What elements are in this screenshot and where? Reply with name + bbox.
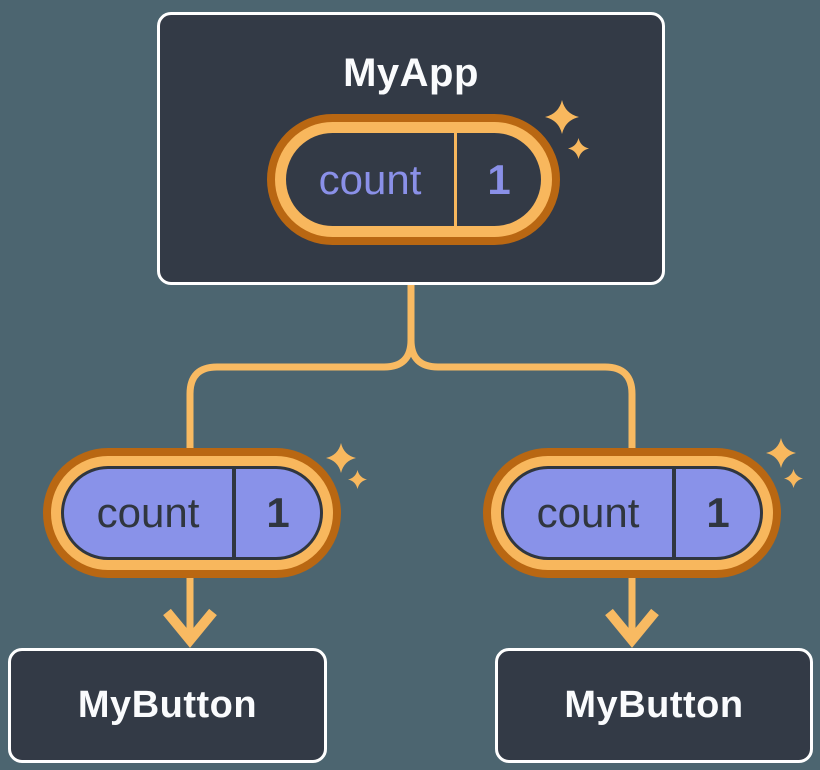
arrowhead-left-icon bbox=[163, 608, 217, 648]
prop-value-label: 1 bbox=[706, 489, 730, 536]
state-pill-root: count 1 bbox=[267, 114, 560, 245]
prop-name-label: count bbox=[96, 489, 200, 536]
myapp-node: MyApp count 1 bbox=[157, 12, 665, 285]
sparkle-icon bbox=[326, 443, 356, 473]
branch-line-right bbox=[407, 280, 636, 642]
prop-name-label: count bbox=[536, 489, 640, 536]
prop-pill-right: count 1 bbox=[483, 448, 781, 578]
sparkle-icon bbox=[766, 438, 796, 468]
state-pill-root-body: count 1 bbox=[286, 133, 541, 226]
myapp-node-title: MyApp bbox=[343, 51, 479, 95]
sparkle-icon bbox=[784, 469, 803, 488]
state-value-label: 1 bbox=[487, 155, 511, 203]
prop-pill-left: count 1 bbox=[43, 448, 341, 578]
prop-pill-right-body: count 1 bbox=[501, 466, 763, 560]
sparkle-icon bbox=[545, 100, 579, 134]
state-name-label: count bbox=[318, 155, 422, 203]
mybutton-node-title: MyButton bbox=[77, 684, 258, 726]
arrowhead-right-icon bbox=[605, 608, 659, 648]
prop-value-label: 1 bbox=[266, 489, 290, 536]
mybutton-node-right: MyButton bbox=[495, 648, 813, 763]
mybutton-node-title: MyButton bbox=[564, 684, 744, 726]
pill-divider bbox=[232, 469, 236, 557]
prop-pill-left-body: count 1 bbox=[61, 466, 323, 560]
sparkle-icon bbox=[568, 138, 589, 159]
mybutton-node-left: MyButton bbox=[8, 648, 327, 763]
pill-divider bbox=[454, 133, 457, 226]
sparkle-icon bbox=[348, 470, 367, 489]
pill-divider bbox=[672, 469, 676, 557]
